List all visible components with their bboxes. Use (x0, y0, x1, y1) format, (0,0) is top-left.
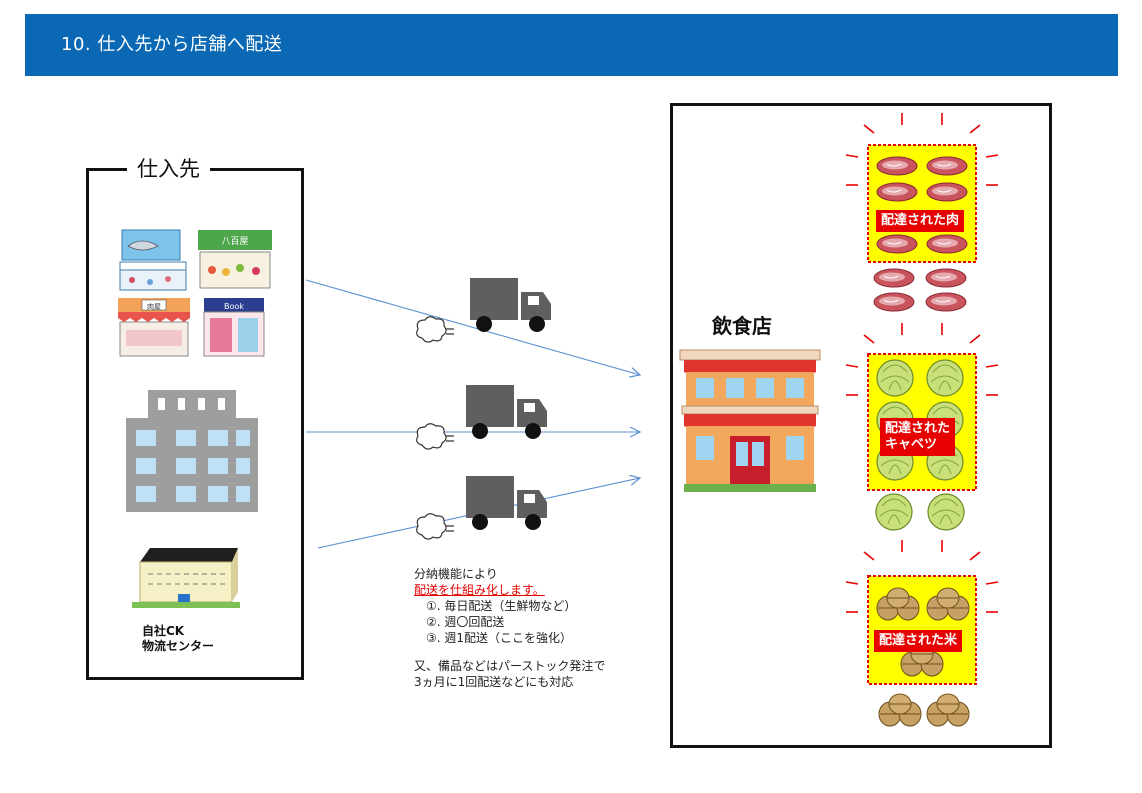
cabbage-callout-label: 配達された キャベツ (880, 418, 956, 456)
delivery-truck-icon (416, 278, 551, 343)
note-line1: 分納機能により (414, 567, 498, 581)
greengrocer-illustration: 八百屋 (198, 230, 272, 289)
note-item2: ②. 週〇回配送 (426, 615, 505, 629)
note-line7: 3ヵ月に1回配送などにも対応 (414, 675, 574, 689)
greengrocer-sign: 八百屋 (221, 236, 248, 247)
delivery-truck-icon (416, 476, 547, 540)
note-item1: ①. 毎日配送（生鮮物など） (426, 599, 577, 613)
rice-callout-label: 配達された米 (874, 630, 963, 652)
restaurant-building-illustration (679, 349, 821, 492)
delivery-note: 分納機能により 配送を仕組み化します。 ①. 毎日配送（生鮮物など） ②. 週〇… (414, 566, 605, 690)
restaurant-group-box (670, 103, 1052, 748)
supplier-group-box (86, 168, 304, 680)
butcher-shop-illustration: 肉屋 (118, 298, 190, 357)
arrow-shops-to-restaurant (305, 279, 640, 375)
butcher-sign: 肉屋 (147, 302, 161, 311)
ck-label-line1: 自社CK (142, 624, 185, 638)
note-line2: 配送を仕組み化します。 (414, 583, 545, 597)
ck-label-line2: 物流センター (142, 639, 215, 653)
cabbage-label-line2: キャベツ (885, 437, 938, 452)
cabbage-label-line1: 配達された (885, 421, 951, 436)
supplier-title: 仕入先 (127, 153, 210, 183)
delivery-truck-icon (416, 385, 547, 450)
warehouse-illustration (132, 548, 240, 608)
restaurant-title: 飲食店 (712, 314, 772, 338)
page-title: 10. 仕入先から店舗へ配送 (61, 34, 283, 55)
meat-delivery-highlight (845, 112, 999, 263)
ck-logistics-label: 自社CK 物流センター (142, 624, 214, 654)
page-header: 10. 仕入先から店舗へ配送 (25, 14, 1118, 76)
bookstore-illustration: Book (203, 298, 265, 357)
office-building-illustration (126, 390, 258, 512)
fish-shop-illustration (119, 229, 187, 291)
note-line6: 又、備品などはパーストック発注で (414, 659, 606, 673)
meat-callout-label: 配達された肉 (876, 210, 965, 232)
note-item3: ③. 週1配送（ここを強化） (426, 631, 573, 645)
bookstore-sign: Book (224, 302, 244, 311)
